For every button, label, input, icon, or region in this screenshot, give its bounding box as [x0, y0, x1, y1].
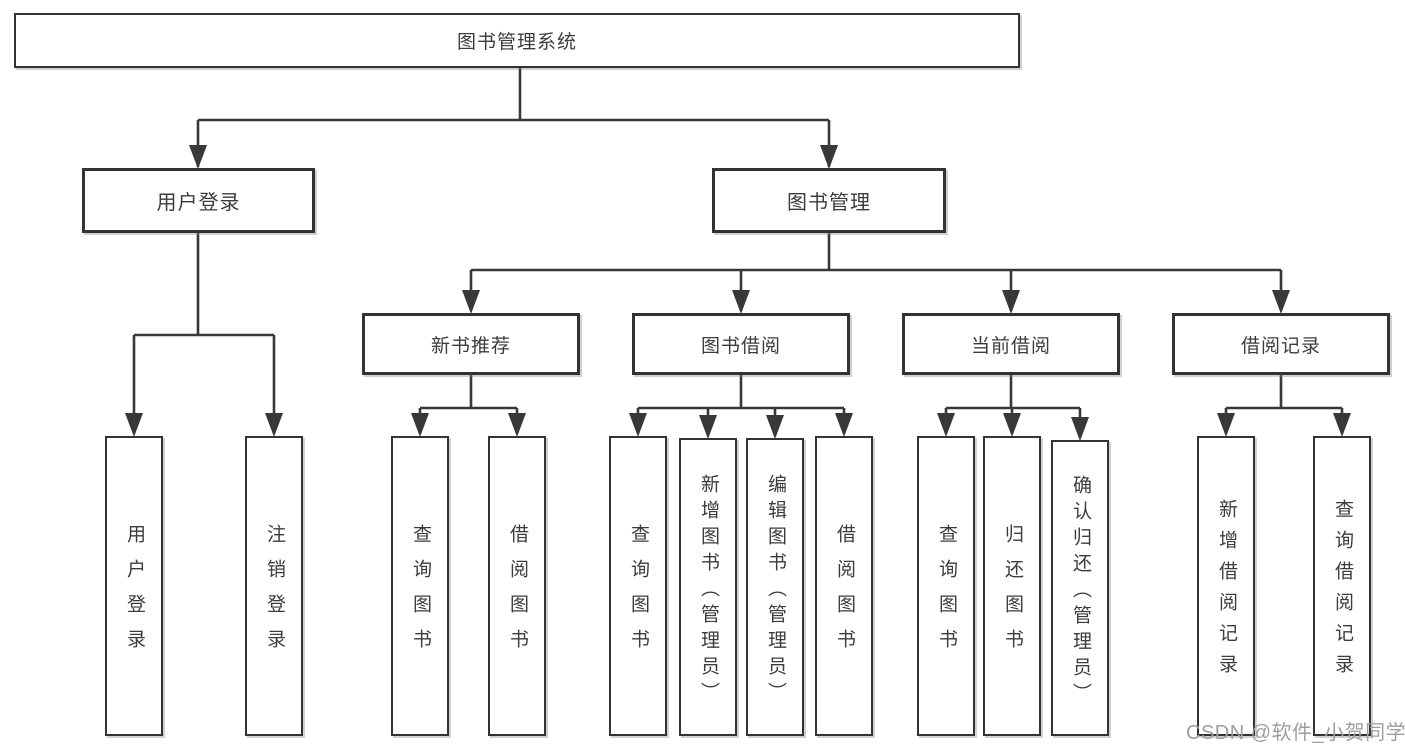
leaf-logout: 注销登录 — [245, 436, 303, 736]
node-label: 编辑图书（管理员） — [764, 473, 786, 708]
node-label: 查询图书 — [935, 524, 957, 664]
leaf-user-login: 用户登录 — [105, 436, 163, 736]
node-label: 新增图书（管理员） — [697, 473, 719, 708]
node-book-management: 图书管理 — [712, 168, 946, 233]
node-label: 图书借阅 — [700, 335, 781, 357]
node-root: 图书管理系统 — [14, 13, 1020, 68]
leaf-edit-book-admin: 编辑图书（管理员） — [746, 438, 804, 736]
leaf-add-book-admin: 新增图书（管理员） — [679, 438, 737, 736]
node-label: 图书管理系统 — [456, 32, 577, 53]
node-label: 借阅记录 — [1240, 335, 1321, 357]
node-label: 确认归还（管理员） — [1069, 474, 1091, 709]
node-label: 查询借阅记录 — [1331, 499, 1353, 685]
leaf-borrow-books-recommend: 借阅图书 — [488, 436, 546, 736]
node-borrow-records: 借阅记录 — [1172, 313, 1390, 375]
node-label: 归还图书 — [1001, 524, 1023, 664]
node-label: 新增借阅记录 — [1215, 499, 1237, 685]
node-label: 当前借阅 — [970, 335, 1051, 357]
csdn-watermark: CSDN @软件_小贺同学 — [1186, 722, 1405, 744]
leaf-add-borrow-record: 新增借阅记录 — [1197, 436, 1255, 736]
leaf-confirm-return-admin: 确认归还（管理员） — [1051, 440, 1109, 736]
leaf-query-books-current: 查询图书 — [917, 436, 975, 736]
node-label: 查询图书 — [409, 524, 431, 664]
leaf-borrow-books: 借阅图书 — [815, 436, 873, 736]
node-label: 借阅图书 — [833, 524, 855, 664]
node-new-book-recommend: 新书推荐 — [362, 313, 580, 375]
node-current-borrow: 当前借阅 — [902, 313, 1120, 375]
node-label: 注销登录 — [263, 524, 285, 664]
node-label: 借阅图书 — [506, 524, 528, 664]
leaf-query-books-borrow: 查询图书 — [609, 436, 667, 736]
node-label: 用户登录 — [123, 524, 145, 664]
node-label: 用户登录 — [156, 192, 241, 214]
node-book-borrow: 图书借阅 — [632, 313, 850, 375]
node-label: 图书管理 — [787, 192, 871, 214]
node-label: 新书推荐 — [430, 335, 511, 357]
leaf-query-books-recommend: 查询图书 — [391, 436, 449, 736]
leaf-return-book: 归还图书 — [983, 436, 1041, 736]
node-label: 查询图书 — [627, 524, 649, 664]
node-user-login: 用户登录 — [82, 168, 315, 233]
leaf-query-borrow-record: 查询借阅记录 — [1313, 436, 1371, 736]
